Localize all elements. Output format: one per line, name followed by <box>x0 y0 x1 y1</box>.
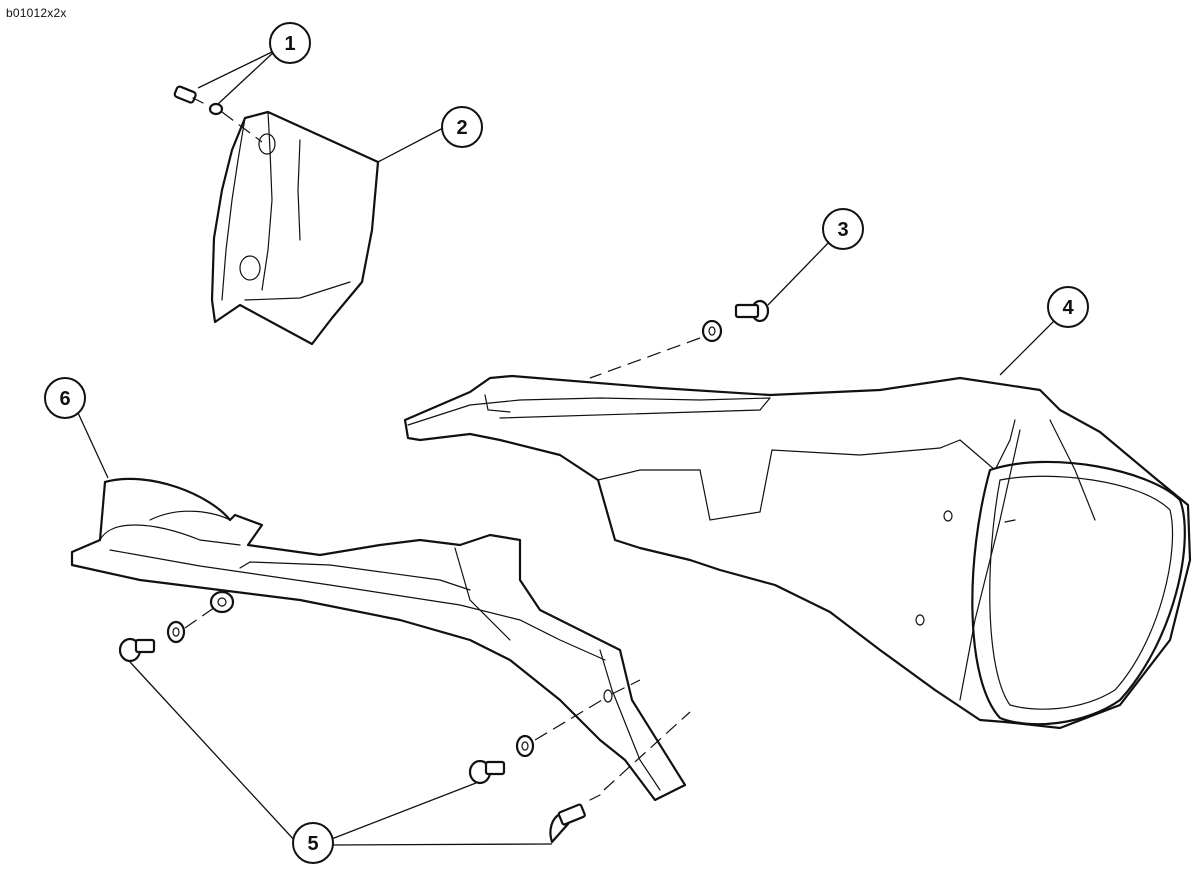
callout-1: 1 <box>269 22 311 64</box>
callout-5-label: 5 <box>307 833 318 855</box>
part-5-screws-washers <box>118 604 691 844</box>
callout-4-label: 4 <box>1062 297 1074 319</box>
callout-1-label: 1 <box>284 33 295 55</box>
callout-5: 5 <box>292 822 334 864</box>
callout-6-label: 6 <box>59 388 70 410</box>
callout-6: 6 <box>44 377 86 419</box>
callout-3: 3 <box>822 208 864 250</box>
callout-4: 4 <box>1047 286 1089 328</box>
reference-code: b01012x2x <box>6 6 67 20</box>
part-3-screw-washer <box>589 299 770 379</box>
part-1-screw-washer <box>173 85 263 143</box>
part-4-fairing <box>403 374 1192 730</box>
callout-2: 2 <box>441 106 483 148</box>
callout-3-label: 3 <box>837 219 848 241</box>
callout-2-label: 2 <box>456 117 467 139</box>
part-6-lower-panel <box>70 477 687 802</box>
part-2-cover <box>210 110 380 346</box>
